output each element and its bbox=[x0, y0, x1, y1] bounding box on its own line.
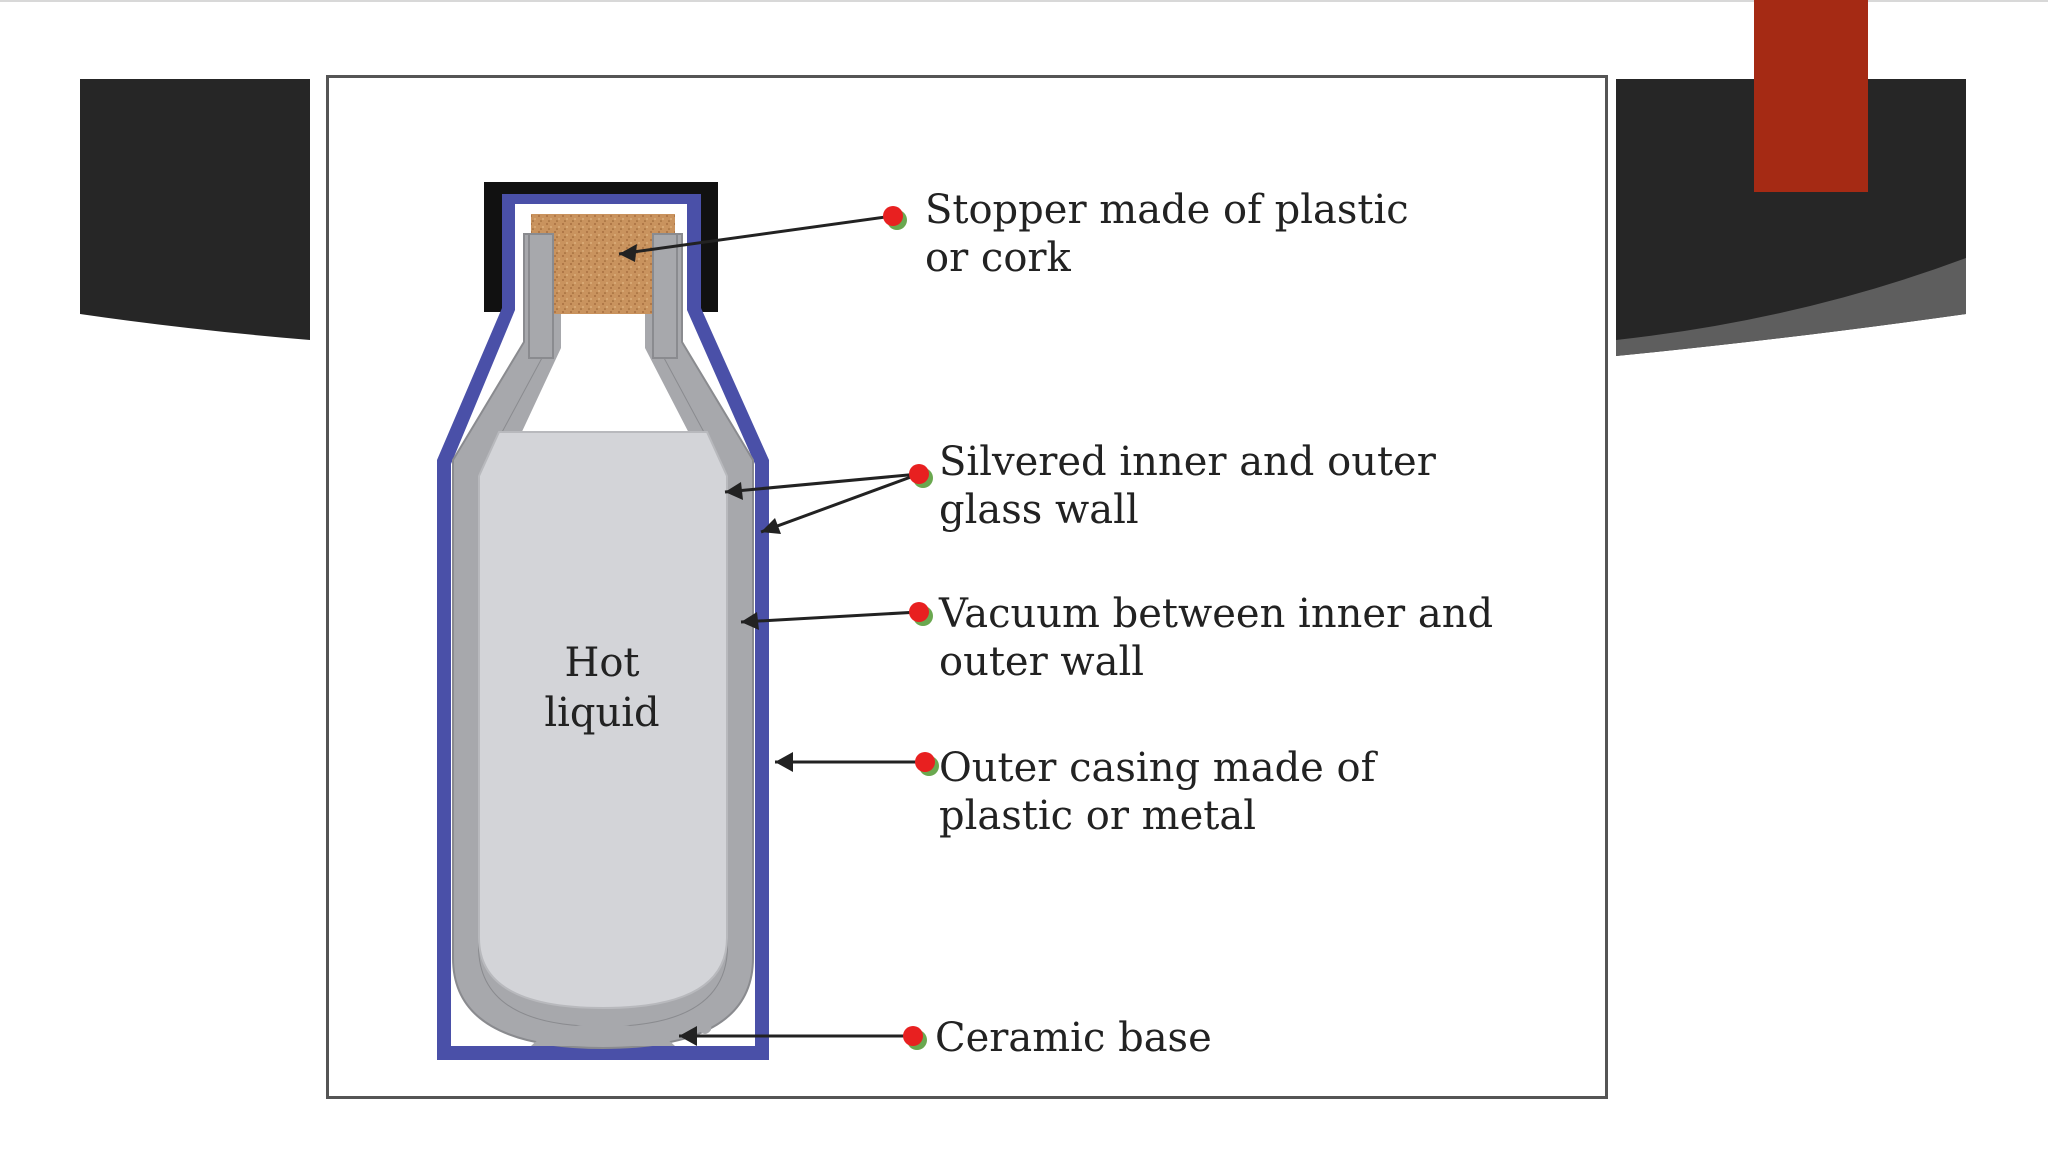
cork-stopper bbox=[531, 214, 675, 314]
callout-dot-stopper bbox=[883, 206, 903, 226]
callout-label-silvered-line-2: glass wall bbox=[939, 487, 1139, 533]
hot-liquid-label: Hot liquid bbox=[502, 638, 702, 738]
callout-label-ceramic: Ceramic base bbox=[935, 1014, 1212, 1062]
arrow-stopper bbox=[618, 214, 894, 256]
arrowhead-silvered-inner bbox=[725, 482, 743, 500]
arrow-silvered-outer bbox=[760, 472, 920, 534]
callout-dot-vacuum bbox=[909, 602, 929, 622]
callout-label-ceramic-line-1: Ceramic base bbox=[935, 1015, 1212, 1061]
callout-label-vacuum: Vacuum between inner and outer wall bbox=[939, 590, 1493, 686]
callout-label-silvered: Silvered inner and outer glass wall bbox=[939, 438, 1436, 534]
thermos-flask-diagram bbox=[437, 182, 939, 1060]
top-edge-line bbox=[0, 0, 2048, 2]
ceramic-support bbox=[699, 1012, 712, 1034]
hot-liquid-label-line-2: liquid bbox=[544, 690, 660, 736]
arrow-vacuum bbox=[740, 610, 920, 624]
callout-label-stopper-line-1: Stopper made of plastic bbox=[925, 187, 1409, 233]
callout-dot-casing bbox=[915, 752, 935, 772]
arrowhead-casing bbox=[775, 752, 793, 772]
callout-label-vacuum-line-2: outer wall bbox=[939, 639, 1145, 685]
arrowhead-ceramic bbox=[679, 1026, 697, 1046]
accent-bar bbox=[1754, 0, 1868, 192]
hot-liquid bbox=[478, 431, 728, 1010]
left-dark-band bbox=[80, 79, 310, 340]
arrowhead-vacuum bbox=[741, 612, 759, 630]
hot-liquid-label-line-1: Hot bbox=[564, 640, 640, 686]
neck-wall-right bbox=[652, 233, 678, 359]
arrow-silvered-inner bbox=[724, 472, 920, 494]
callout-label-casing: Outer casing made of plastic or metal bbox=[939, 744, 1375, 840]
callout-dot-ceramic bbox=[903, 1026, 923, 1046]
callout-dot-silvered bbox=[909, 464, 929, 484]
callout-label-casing-line-2: plastic or metal bbox=[939, 793, 1256, 839]
callout-label-stopper-line-2: or cork bbox=[925, 235, 1071, 281]
callout-label-vacuum-line-1: Vacuum between inner and bbox=[939, 591, 1494, 637]
diagram-frame: Hot liquid Stopper made of plastic or co… bbox=[326, 75, 1608, 1099]
callout-label-silvered-line-1: Silvered inner and outer bbox=[939, 439, 1436, 485]
callout-label-casing-line-1: Outer casing made of bbox=[939, 745, 1376, 791]
right-dark-band bbox=[1616, 79, 1966, 356]
right-band-highlight bbox=[1616, 258, 1966, 356]
ceramic-base bbox=[531, 1024, 675, 1046]
air-space bbox=[505, 234, 707, 468]
arrowhead-stopper bbox=[619, 244, 637, 262]
neck-wall-left bbox=[528, 233, 554, 359]
arrowhead-silvered-outer bbox=[761, 518, 781, 534]
callout-label-stopper: Stopper made of plastic or cork bbox=[925, 186, 1409, 282]
